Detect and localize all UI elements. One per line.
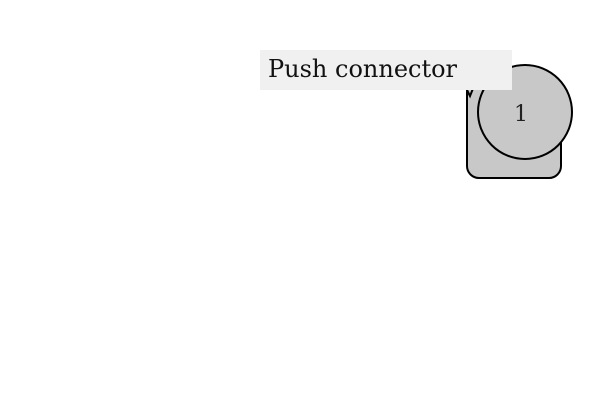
push-connector-tooltip: Push connector [260,50,512,90]
node-label: 1 [514,102,528,127]
